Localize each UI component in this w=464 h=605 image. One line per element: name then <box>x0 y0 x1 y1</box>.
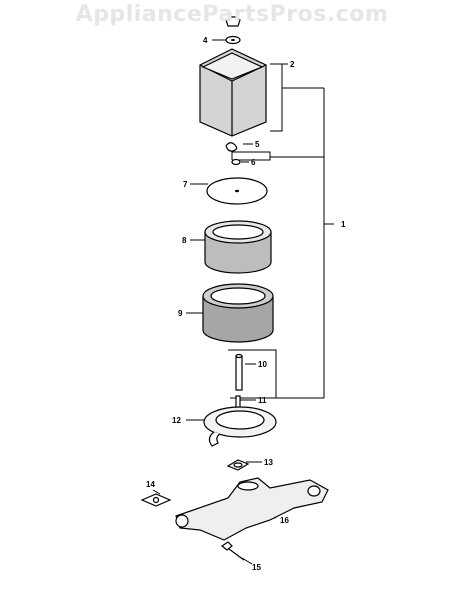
callout-2: 2 <box>290 60 295 69</box>
callout-4: 4 <box>203 36 208 45</box>
gasket-part <box>226 459 250 471</box>
callout-1: 1 <box>341 220 346 229</box>
callout-8: 8 <box>182 236 187 245</box>
clip-part <box>225 142 238 152</box>
callout-12: 12 <box>172 416 181 425</box>
callout-9: 9 <box>178 309 183 318</box>
pre-cleaner-part <box>204 220 272 274</box>
washer-part <box>225 35 241 45</box>
callout-11: 11 <box>258 396 267 405</box>
callout-16: 16 <box>280 516 289 525</box>
cover-plate-part <box>206 177 268 205</box>
filter-element-part <box>202 283 274 343</box>
callout-7: 7 <box>183 180 188 189</box>
screw-part <box>220 541 245 561</box>
intake-manifold-part <box>175 477 329 541</box>
callout-15: 15 <box>252 563 261 572</box>
callout-5: 5 <box>255 140 260 149</box>
air-cleaner-cover-part <box>199 48 267 137</box>
callout-6: 6 <box>251 158 256 167</box>
callout-13: 13 <box>264 458 273 467</box>
callout-14: 14 <box>146 480 155 489</box>
air-cleaner-base-part <box>203 406 277 447</box>
callout-10: 10 <box>258 360 267 369</box>
watermark-text: AppliancePartsPros.com <box>75 2 389 27</box>
grommet-part <box>231 158 241 166</box>
wing-nut-part <box>225 16 241 27</box>
stud-part <box>235 353 243 391</box>
leader-lines <box>152 39 334 565</box>
end-gasket-part <box>140 493 172 507</box>
